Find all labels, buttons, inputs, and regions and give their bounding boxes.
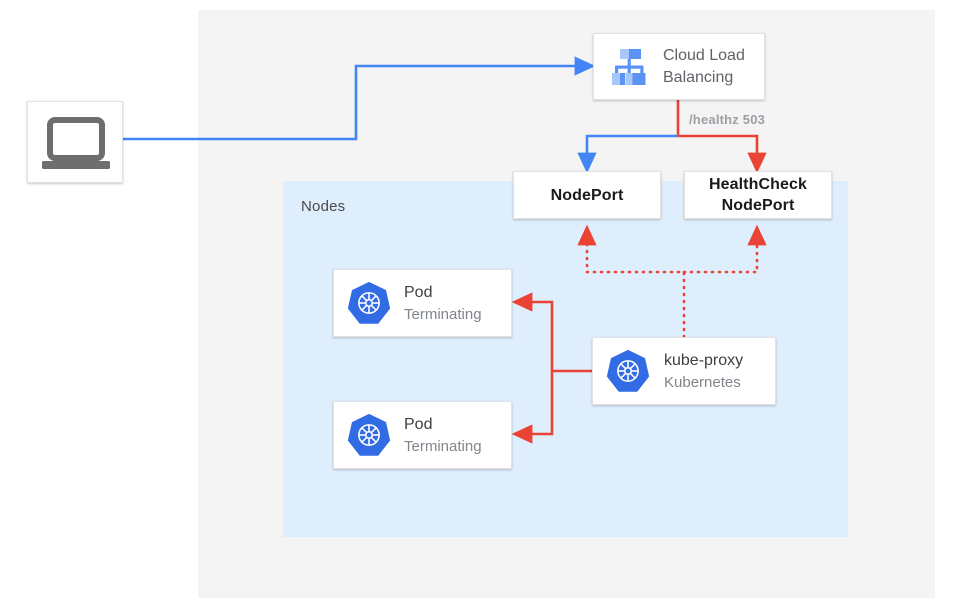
node-cloud-load-balancing[interactable]: Cloud Load Balancing [593,33,765,100]
kubernetes-icon [347,413,391,456]
laptop-icon [42,117,110,169]
healthz-edge-label: /healthz 503 [689,112,766,127]
nodeport-label: NodePort [550,186,624,204]
healthcheck-nodeport-label-line1: HealthCheck [708,176,808,193]
pod1-label: Pod [404,283,433,301]
clb-label-line1: Cloud Load [663,46,745,64]
kubernetes-icon [606,349,650,392]
pod1-status: Terminating [404,305,482,323]
pod2-label: Pod [404,415,433,433]
cloud-load-balancing-icon [612,48,646,85]
pod1-text: Pod Terminating [404,282,482,325]
node-nodeport[interactable]: NodePort [513,171,661,219]
node-kube-proxy[interactable]: kube-proxy Kubernetes [592,337,776,405]
region-nodes-label: Nodes [301,198,346,215]
kube-proxy-label: kube-proxy [664,351,744,369]
kube-proxy-sublabel: Kubernetes [664,373,741,391]
clb-label-line2: Balancing [663,68,734,86]
node-pod-terminating-2[interactable]: Pod Terminating [333,401,512,469]
node-healthcheck-nodeport[interactable]: HealthCheck NodePort [684,171,832,219]
healthcheck-nodeport-text: HealthCheck NodePort [709,174,807,216]
node-client-laptop[interactable] [27,101,123,183]
pod2-status: Terminating [404,437,482,455]
healthcheck-nodeport-label-line2: NodePort [721,197,795,214]
node-pod-terminating-1[interactable]: Pod Terminating [333,269,512,337]
clb-text: Cloud Load Balancing [663,45,745,89]
kubernetes-icon [347,281,391,324]
kube-proxy-text: kube-proxy Kubernetes [664,350,743,393]
pod2-text: Pod Terminating [404,414,482,457]
